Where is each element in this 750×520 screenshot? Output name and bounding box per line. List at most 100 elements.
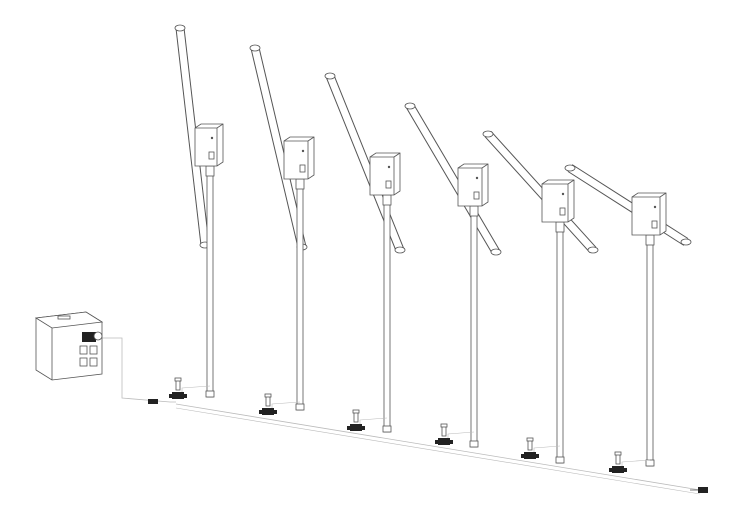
arm-tube-inner	[485, 131, 596, 253]
gearbox	[631, 192, 667, 236]
arm-tube-inner	[176, 27, 209, 246]
cabinet-switch	[79, 357, 88, 367]
arm-tube-end	[482, 130, 494, 138]
connector-body	[148, 399, 158, 404]
cabinet-switch	[89, 345, 98, 355]
arm-tube-end	[680, 238, 692, 246]
pole-base	[555, 456, 565, 464]
vertical-pole	[383, 194, 391, 433]
arm-tube-inner	[406, 104, 500, 254]
valve-stem	[175, 379, 181, 391]
cabinet-switch	[89, 357, 98, 367]
gearbox-indicator	[653, 205, 657, 209]
valve-port	[609, 468, 612, 472]
gearbox-edge	[307, 136, 315, 142]
cabinet-top	[34, 311, 104, 329]
cabinet-handle	[57, 315, 71, 320]
valve-port	[521, 454, 524, 458]
pole-base	[382, 425, 392, 433]
arm-tube-end	[404, 102, 416, 110]
gearbox-vent	[299, 164, 306, 173]
gearbox-indicator	[210, 136, 214, 140]
pole-unit	[564, 164, 692, 467]
valve-port	[536, 454, 539, 458]
valve-cap	[440, 423, 448, 428]
valve-port	[435, 440, 438, 444]
valve-body	[524, 452, 536, 459]
pole-coupling	[645, 234, 655, 246]
valve-port	[274, 410, 277, 414]
valve-fittings	[148, 377, 651, 473]
vertical-pole	[556, 221, 564, 464]
valve-stem	[353, 411, 359, 423]
valve-port	[184, 394, 187, 398]
pole-coupling	[295, 178, 305, 190]
pole-base	[645, 459, 655, 467]
gearbox-vent	[473, 191, 480, 200]
gearbox-indicator	[301, 149, 305, 153]
gearbox-edge	[659, 192, 667, 198]
arm-tube-inner	[251, 47, 306, 248]
valve-stem	[265, 395, 271, 407]
main-pipe-line	[175, 403, 701, 491]
valve-cap	[526, 437, 534, 442]
pole-coupling	[469, 205, 479, 217]
arm-tube-end	[324, 72, 336, 80]
valve-fitting	[169, 377, 211, 399]
valve-fitting	[259, 393, 301, 415]
pole-coupling	[555, 221, 565, 233]
gearbox-edge	[393, 152, 401, 158]
gearbox-indicator	[561, 192, 565, 196]
cabinet-switch	[79, 345, 88, 355]
gearbox-indicator	[475, 176, 479, 180]
valve-stem	[615, 453, 621, 465]
pole-base	[295, 403, 305, 411]
valve-port	[169, 394, 172, 398]
valve-stem	[441, 425, 447, 437]
valve-cap	[174, 377, 182, 382]
valve-port	[362, 426, 365, 430]
gearbox-indicator	[387, 165, 391, 169]
arm-tube-end	[490, 248, 502, 256]
valve-fitting	[521, 437, 561, 459]
arm-tube-end	[174, 24, 186, 32]
arm-tube-end	[564, 164, 576, 172]
pole-coupling	[205, 165, 215, 177]
gearbox	[283, 136, 315, 180]
pole-base	[469, 440, 479, 448]
valve-port	[624, 468, 627, 472]
valve-body	[262, 408, 274, 415]
gearbox-edge	[567, 179, 575, 185]
gearbox-vent	[651, 220, 658, 229]
valve-fitting	[347, 409, 388, 431]
gearbox	[369, 152, 401, 196]
gearbox	[194, 123, 224, 167]
pole-unit	[482, 130, 599, 464]
main-pipe-line-lower	[175, 407, 701, 495]
pole-coupling	[382, 194, 392, 206]
pole-unit	[324, 72, 406, 433]
control-cabinet	[34, 311, 104, 381]
gearbox-vent	[559, 207, 566, 216]
end-connector	[690, 487, 708, 493]
valve-fitting	[609, 451, 651, 473]
cabinet-knob	[93, 331, 103, 341]
valve-port	[347, 426, 350, 430]
gearbox-edge	[481, 163, 489, 169]
valve-body	[612, 466, 624, 473]
valve-stem	[527, 439, 533, 451]
valve-body	[172, 392, 184, 399]
valve-cap	[614, 451, 622, 456]
valve-port	[259, 410, 262, 414]
gearbox	[457, 163, 489, 207]
vertical-pole	[470, 205, 478, 448]
gearbox-vent	[208, 151, 215, 160]
pole-unit	[249, 44, 315, 411]
valve-fitting	[435, 423, 475, 445]
pole-unit	[174, 24, 224, 398]
valve-cap	[264, 393, 272, 398]
inline-connector	[148, 399, 158, 404]
ground-lines	[40, 337, 701, 495]
